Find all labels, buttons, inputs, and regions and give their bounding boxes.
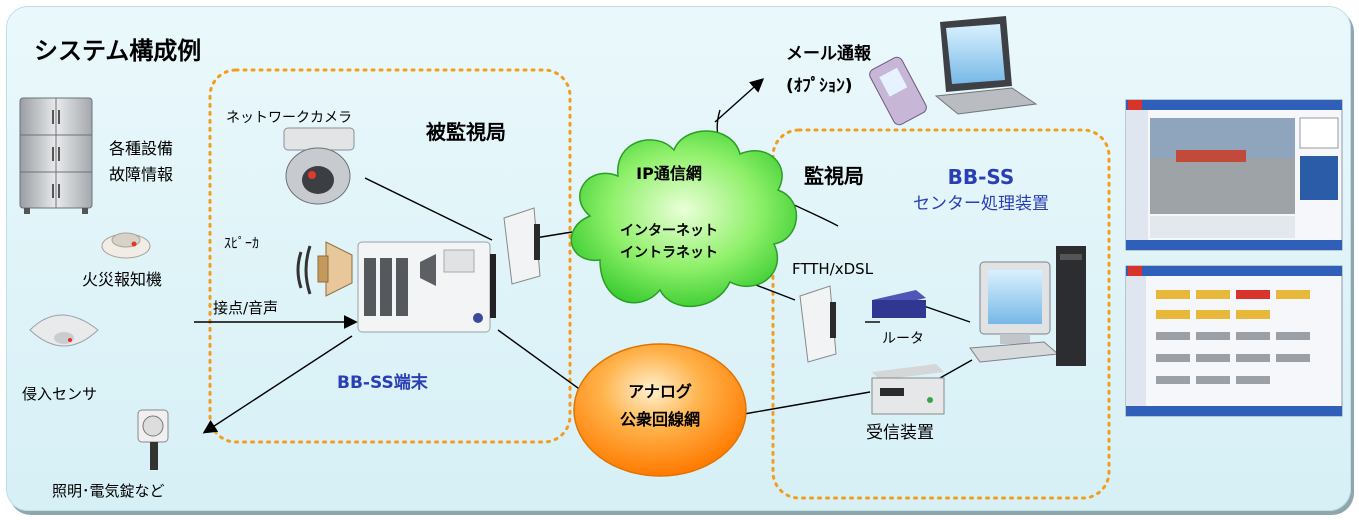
speaker-icon (296, 241, 353, 297)
analog-network-circle (573, 343, 747, 477)
contact-voice-label: 接点/音声 (213, 299, 279, 317)
ip-network-line2: イントラネット (620, 245, 718, 261)
equipment-fault-label: 各種設備 故障情報 (109, 136, 173, 188)
center-system-line2: センター処理装置 (913, 194, 1049, 214)
intrusion-sensor-label: 侵入センサ (22, 385, 98, 403)
intrusion-sensor-icon (29, 314, 99, 347)
terminal-label: BB-SS端末 (337, 373, 428, 393)
refrigerator-icon (19, 97, 93, 214)
mobile-phone-icon (869, 56, 927, 126)
center-screen-thumbnail-1 (1125, 99, 1343, 251)
monitored-station-box (208, 68, 572, 444)
modem-icon (503, 207, 541, 285)
equipment-fault-line2: 故障情報 (109, 165, 174, 184)
analog-network-label: アナログ 公衆回線網 (590, 378, 730, 434)
ftth-label: FTTH/xDSL (792, 260, 874, 278)
center-system-label: BB-SS センター処理装置 (876, 164, 1086, 218)
laptop-icon (934, 16, 1038, 115)
ip-network-text: インターネット イントラネット (604, 220, 734, 264)
mail-notification-label: メール通報 (ｵﾌﾟｼｮﾝ) (786, 38, 871, 102)
fire-alarm-icon (101, 232, 151, 259)
mail-notification-line1: メール通報 (786, 44, 871, 64)
analog-network-line1: アナログ (628, 382, 692, 401)
center-modem-icon (799, 285, 837, 363)
router-label: ルータ (882, 331, 924, 347)
router-icon (872, 290, 926, 318)
page-title: システム構成例 (34, 37, 202, 65)
monitored-station-label: 被監視局 (426, 120, 506, 144)
mail-notification-line2: (ｵﾌﾟｼｮﾝ) (786, 76, 853, 96)
ip-network-title: IP通信網 (636, 164, 702, 183)
pc-icon (969, 246, 1086, 366)
receiver-icon (871, 364, 945, 415)
speaker-label: ｽﾋﾟｰｶ (224, 236, 259, 252)
analog-network-line2: 公衆回線網 (619, 410, 700, 429)
terminal-device-icon (357, 241, 496, 333)
center-screen-thumbnail-2 (1125, 265, 1343, 417)
monitoring-station-label: 監視局 (804, 164, 864, 188)
ip-network-cloud (570, 130, 797, 308)
monitoring-station-box (771, 128, 1111, 500)
center-system-line1: BB-SS (947, 165, 1015, 189)
ip-network-line1: インターネット (620, 223, 718, 239)
network-camera-label: ネットワークカメラ (226, 110, 352, 126)
network-camera-icon (283, 127, 355, 205)
receiver-label: 受信装置 (866, 423, 934, 443)
equipment-fault-line1: 各種設備 (109, 139, 174, 158)
lighting-label: 照明･電気錠など (52, 482, 165, 500)
light-lock-icon (137, 409, 169, 470)
fire-alarm-label: 火災報知機 (82, 270, 163, 289)
